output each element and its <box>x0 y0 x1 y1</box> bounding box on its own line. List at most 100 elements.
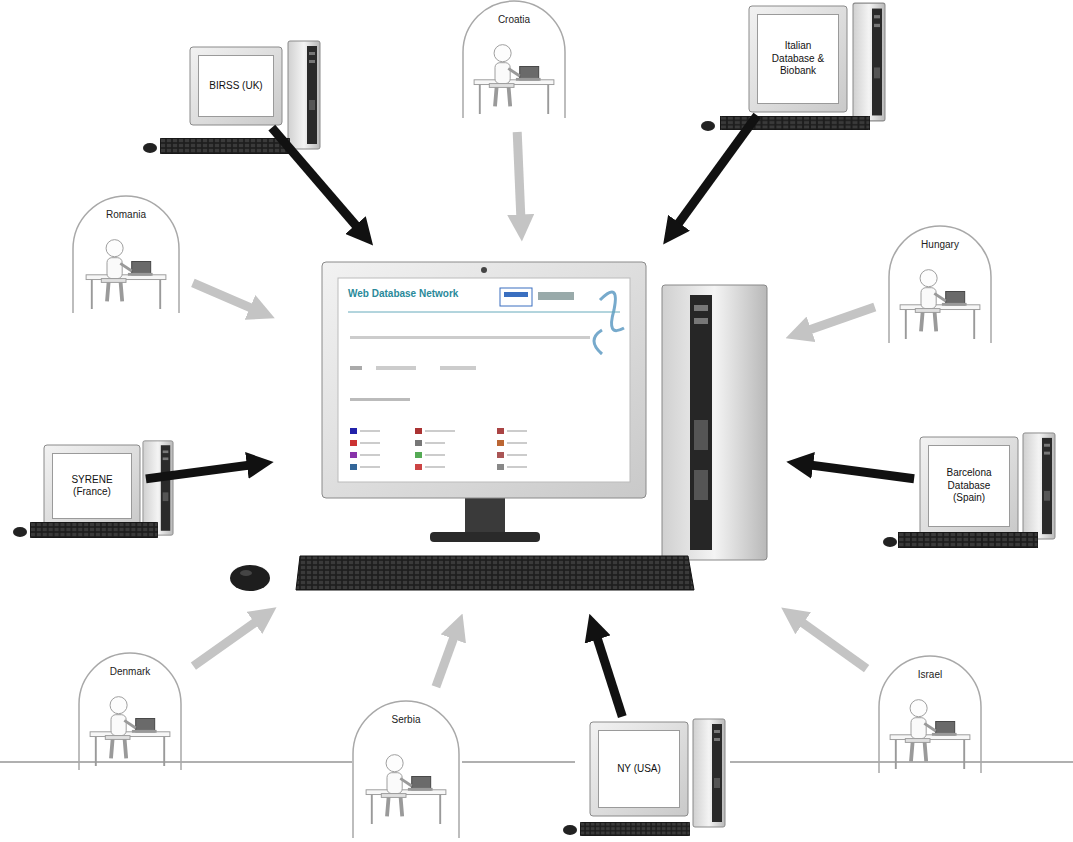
arrow-connector <box>436 626 458 687</box>
row-bar <box>425 466 445 468</box>
site-dome: Serbia <box>352 700 460 838</box>
dome-outline <box>73 196 179 313</box>
computer-screen: Italian Database & Biobank <box>757 14 839 104</box>
tower-case <box>1023 433 1055 539</box>
drive-slot <box>694 318 708 324</box>
row-bar <box>360 466 380 468</box>
computer-screen: Barcelona Database (Spain) <box>928 445 1010 527</box>
arrow-connector <box>671 115 757 233</box>
tower-case <box>693 719 725 827</box>
monitor-frame <box>190 47 282 125</box>
arrow-connector <box>193 615 265 666</box>
arrow-connector <box>594 627 623 717</box>
keyboard <box>898 532 1038 548</box>
computer-screen: BIRSS (UK) <box>198 55 274 117</box>
arrow-connector <box>798 307 875 334</box>
flag <box>350 428 357 434</box>
ground-line <box>730 761 1073 763</box>
drive-slot <box>694 420 708 450</box>
monitor-frame <box>749 6 847 112</box>
keyboard <box>30 522 158 538</box>
logo <box>538 292 574 300</box>
webcam <box>481 267 487 273</box>
keyboard <box>296 556 694 590</box>
site-dome: Romania <box>72 195 180 313</box>
mouse <box>883 537 897 547</box>
flag <box>350 452 357 458</box>
person-figure <box>366 755 446 824</box>
row-bar <box>507 442 527 444</box>
flag <box>415 452 422 458</box>
site-label: SYRENE (France) <box>57 474 127 499</box>
monitor-frame <box>920 437 1018 535</box>
tower-case <box>288 41 320 149</box>
site-label: NY (USA) <box>617 763 661 776</box>
dome-outline <box>879 656 981 773</box>
arrow-connector <box>517 132 521 228</box>
tower-case <box>143 441 173 535</box>
small-computers <box>13 3 1055 836</box>
mouse <box>240 570 252 576</box>
site-label: Hungary <box>888 225 992 250</box>
drive-bay <box>690 295 712 550</box>
site-dome: Denmark <box>78 652 182 770</box>
mouse <box>143 143 157 153</box>
site-label: Romania <box>72 195 180 220</box>
logo <box>500 288 532 306</box>
person-figure <box>86 240 166 309</box>
arrow-connector <box>193 283 263 313</box>
site-dome: Israel <box>878 655 982 773</box>
flag <box>415 440 422 446</box>
arrow-connector <box>146 464 260 479</box>
monitor-frame <box>322 262 646 498</box>
arrow-connector <box>792 615 866 668</box>
monitor-frame <box>590 722 688 816</box>
dome-outline <box>463 1 565 118</box>
nav-bar <box>350 336 590 339</box>
page-title: Web Database Network <box>348 288 458 299</box>
drive-slot <box>694 470 708 500</box>
flag <box>350 440 357 446</box>
mouse <box>13 527 27 537</box>
nav-bar <box>376 366 416 370</box>
row-bar <box>425 430 455 432</box>
flag <box>350 464 357 470</box>
row-bar <box>360 442 380 444</box>
site-label: Croatia <box>462 0 566 25</box>
row-bar <box>507 454 527 456</box>
computer-screen: SYRENE (France) <box>52 453 132 519</box>
row-bar <box>360 430 380 432</box>
ground-line <box>462 761 575 763</box>
nav-bar <box>440 366 476 370</box>
site-label: Italian Database & Biobank <box>762 40 834 78</box>
computer-screen: NY (USA) <box>598 730 680 808</box>
arrow-connector <box>272 128 365 236</box>
mouse <box>563 825 577 835</box>
logo-swirl <box>594 292 624 354</box>
site-label: Barcelona Database (Spain) <box>933 467 1005 505</box>
site-label: Denmark <box>78 652 182 677</box>
flag <box>497 440 504 446</box>
nav-bar <box>350 398 410 401</box>
flag <box>415 428 422 434</box>
row-bar <box>360 454 380 456</box>
rule <box>348 312 620 313</box>
nav-bar <box>350 366 362 370</box>
site-label: Serbia <box>352 700 460 725</box>
row-bar <box>425 442 445 444</box>
flag <box>497 428 504 434</box>
dome-outline <box>889 226 991 343</box>
tower-case <box>662 285 767 560</box>
flag-list <box>350 428 527 470</box>
dome-outline <box>79 653 181 770</box>
monitor-frame <box>44 445 140 527</box>
person-figure <box>90 697 170 766</box>
site-label: Israel <box>878 655 982 680</box>
drive-slot <box>694 305 708 311</box>
row-bar <box>425 454 445 456</box>
ground-line <box>0 761 352 763</box>
site-dome: Hungary <box>888 225 992 343</box>
screen <box>338 278 630 482</box>
